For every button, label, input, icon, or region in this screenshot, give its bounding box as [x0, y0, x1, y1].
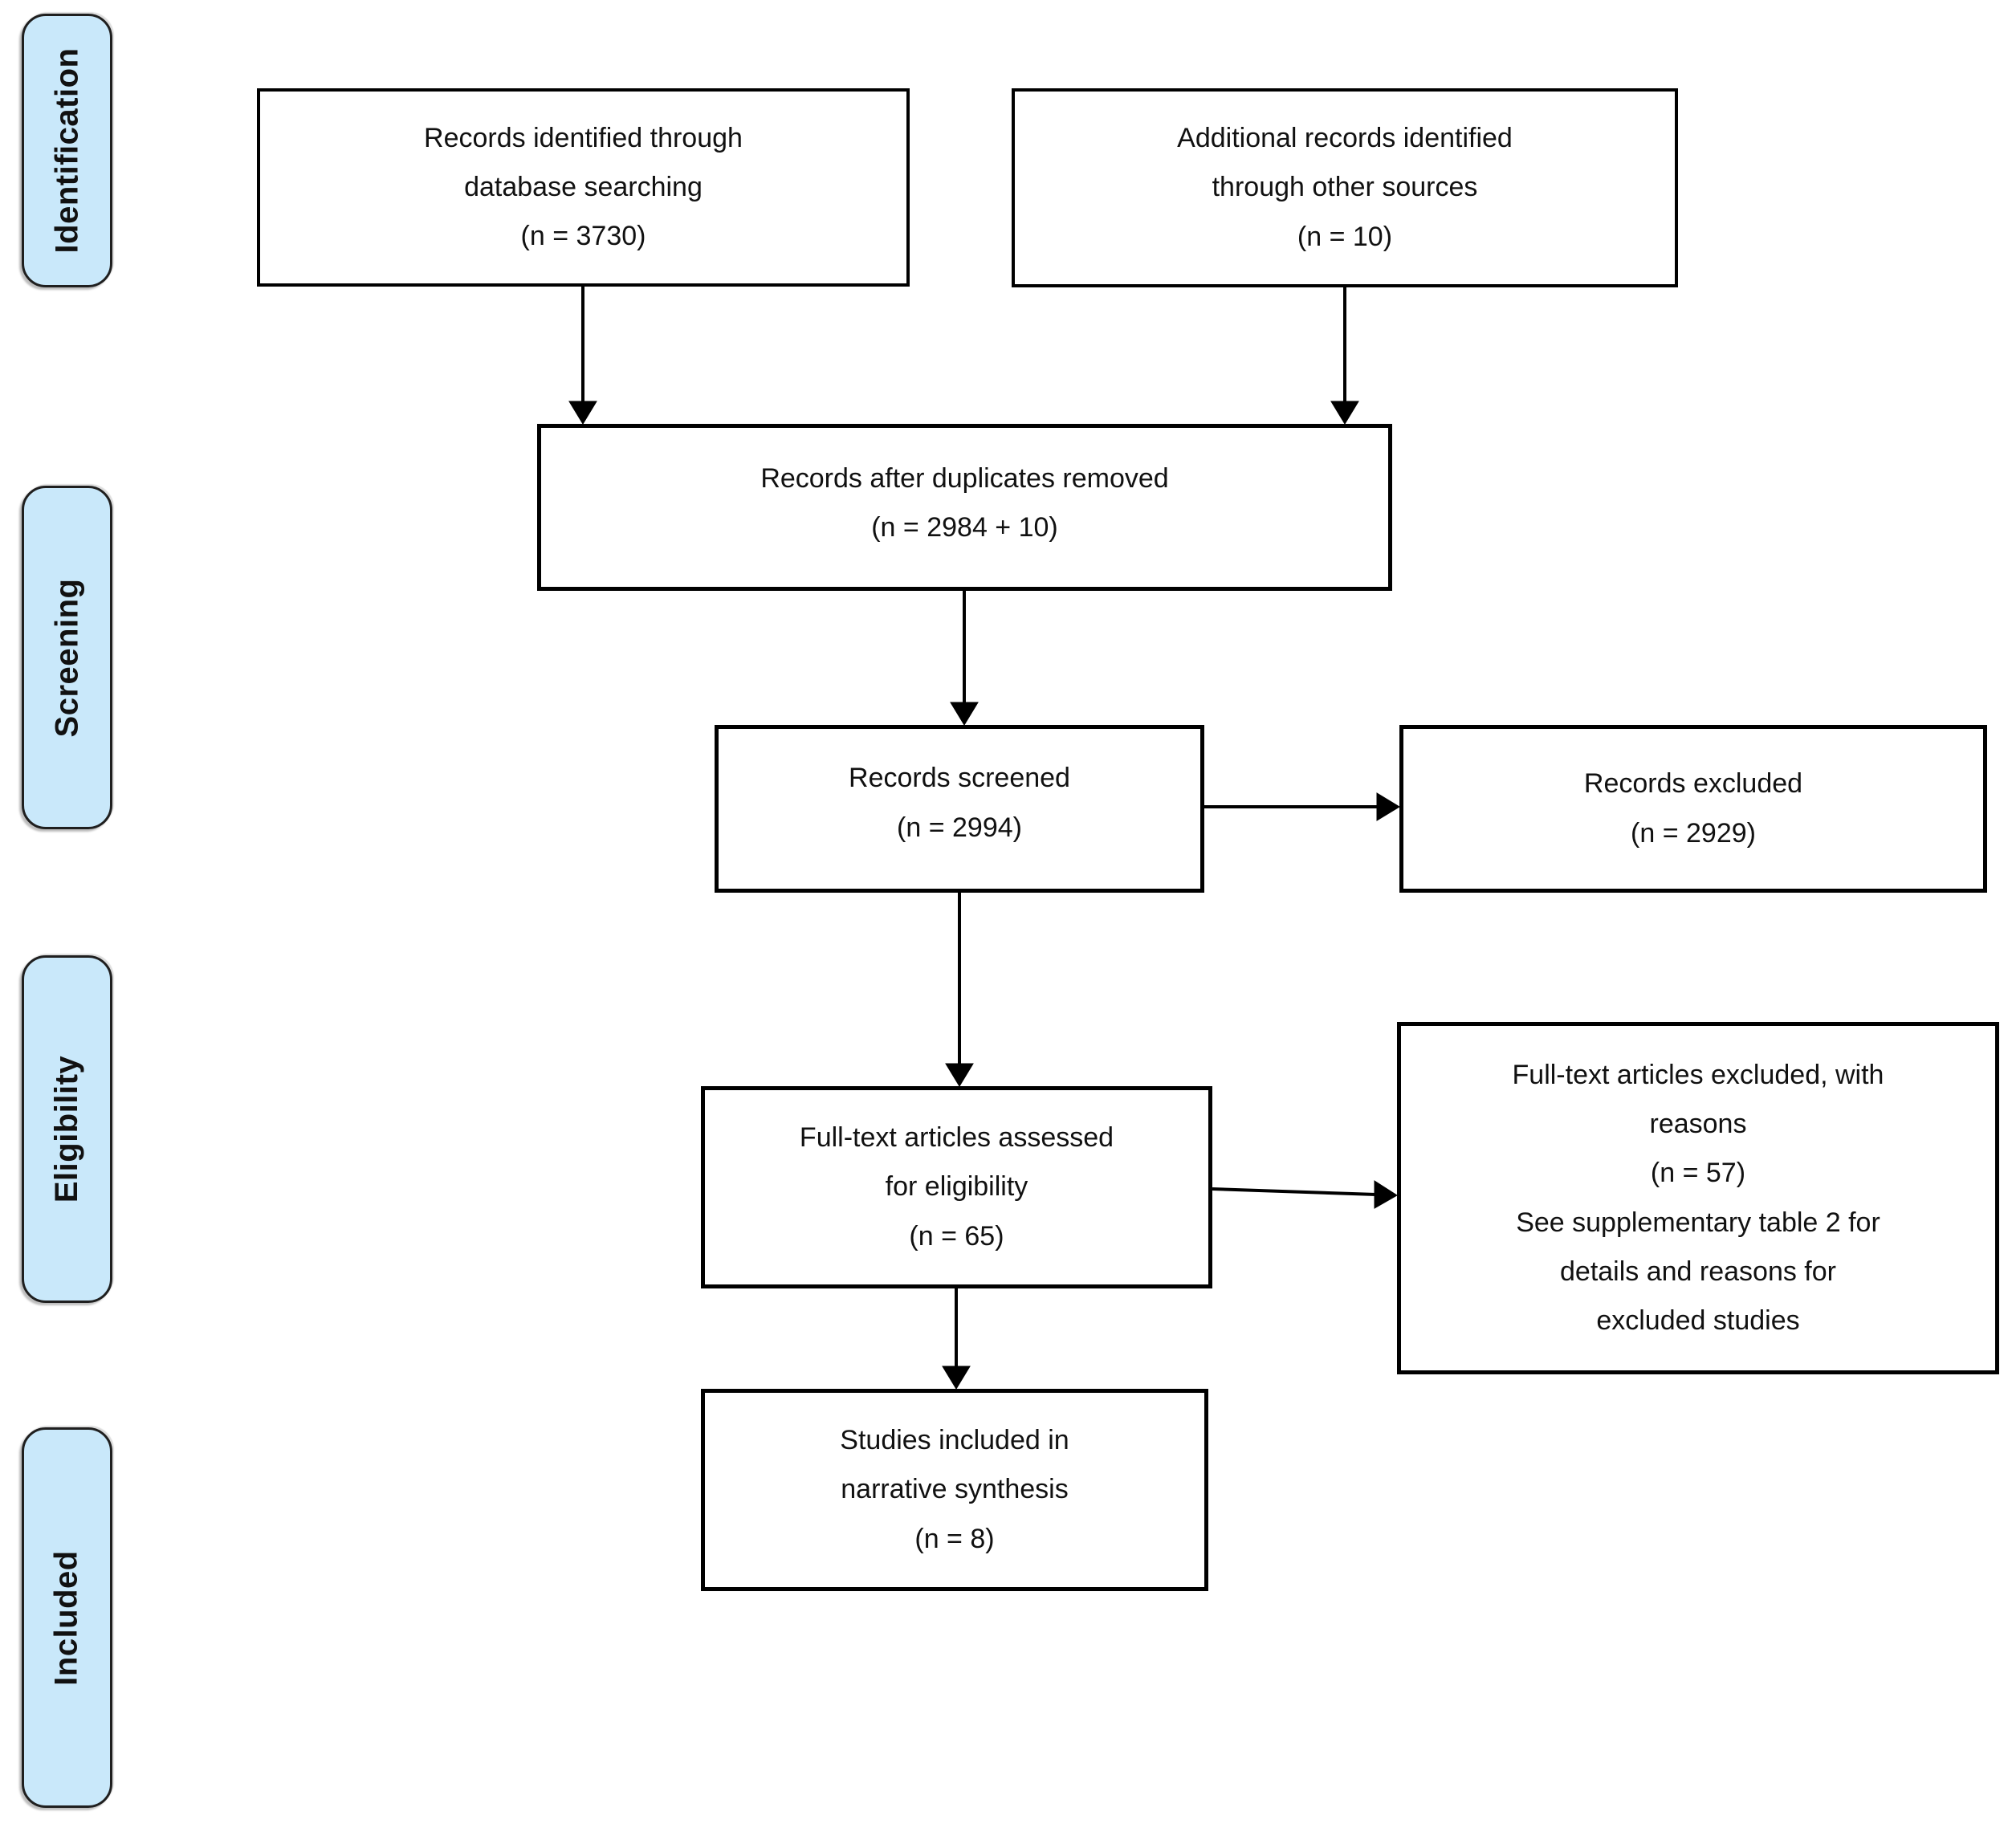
box-after-duplicates: Records after duplicates removed (n = 29…: [537, 424, 1392, 591]
box-records-excluded-text: Records excluded (n = 2929): [1583, 768, 1803, 849]
arrow-additional-to-dedupe: [1330, 287, 1359, 425]
stage-included-label: Included: [49, 1549, 85, 1686]
box-additional-records: Additional records identified through ot…: [1012, 88, 1678, 287]
box-fulltext-excluded: Full-text articles excluded, with reason…: [1397, 1022, 1999, 1374]
box-records-identified: Records identified through database sear…: [257, 88, 910, 287]
stage-included: Included: [22, 1427, 112, 1808]
stage-eligibility: Eligibility: [22, 955, 112, 1303]
box-records-screened: Records screened (n = 2994): [715, 725, 1204, 893]
arrow-fulltext-to-included: [942, 1288, 971, 1390]
box-studies-included: Studies included in narrative synthesis …: [701, 1389, 1208, 1591]
arrow-fulltext-to-excluded: [1212, 1180, 1398, 1209]
box-studies-included-text: Studies included in narrative synthesis …: [840, 1425, 1069, 1554]
box-records-identified-text: Records identified through database sear…: [424, 122, 743, 252]
arrow-identified-to-dedupe: [568, 287, 597, 425]
box-fulltext-assessed: Full-text articles assessed for eligibil…: [701, 1086, 1212, 1288]
stage-identification: Identification: [22, 14, 112, 287]
stage-screening-label: Screening: [49, 578, 84, 737]
stage-identification-label: Identification: [49, 47, 85, 254]
box-after-duplicates-text: Records after duplicates removed (n = 29…: [760, 462, 1169, 543]
arrow-screened-to-fulltext: [945, 893, 974, 1087]
stage-eligibility-label: Eligibility: [49, 1055, 85, 1203]
stage-screening: Screening: [22, 486, 112, 829]
box-fulltext-excluded-text: Full-text articles excluded, with reason…: [1512, 1059, 1884, 1336]
arrow-dedupe-to-screened: [950, 591, 979, 726]
box-records-screened-text: Records screened (n = 2994): [849, 763, 1070, 843]
box-fulltext-assessed-text: Full-text articles assessed for eligibil…: [799, 1122, 1114, 1252]
arrow-screened-to-excluded: [1204, 792, 1400, 821]
box-additional-records-text: Additional records identified through ot…: [1177, 123, 1513, 252]
box-records-excluded: Records excluded (n = 2929): [1399, 725, 1987, 893]
